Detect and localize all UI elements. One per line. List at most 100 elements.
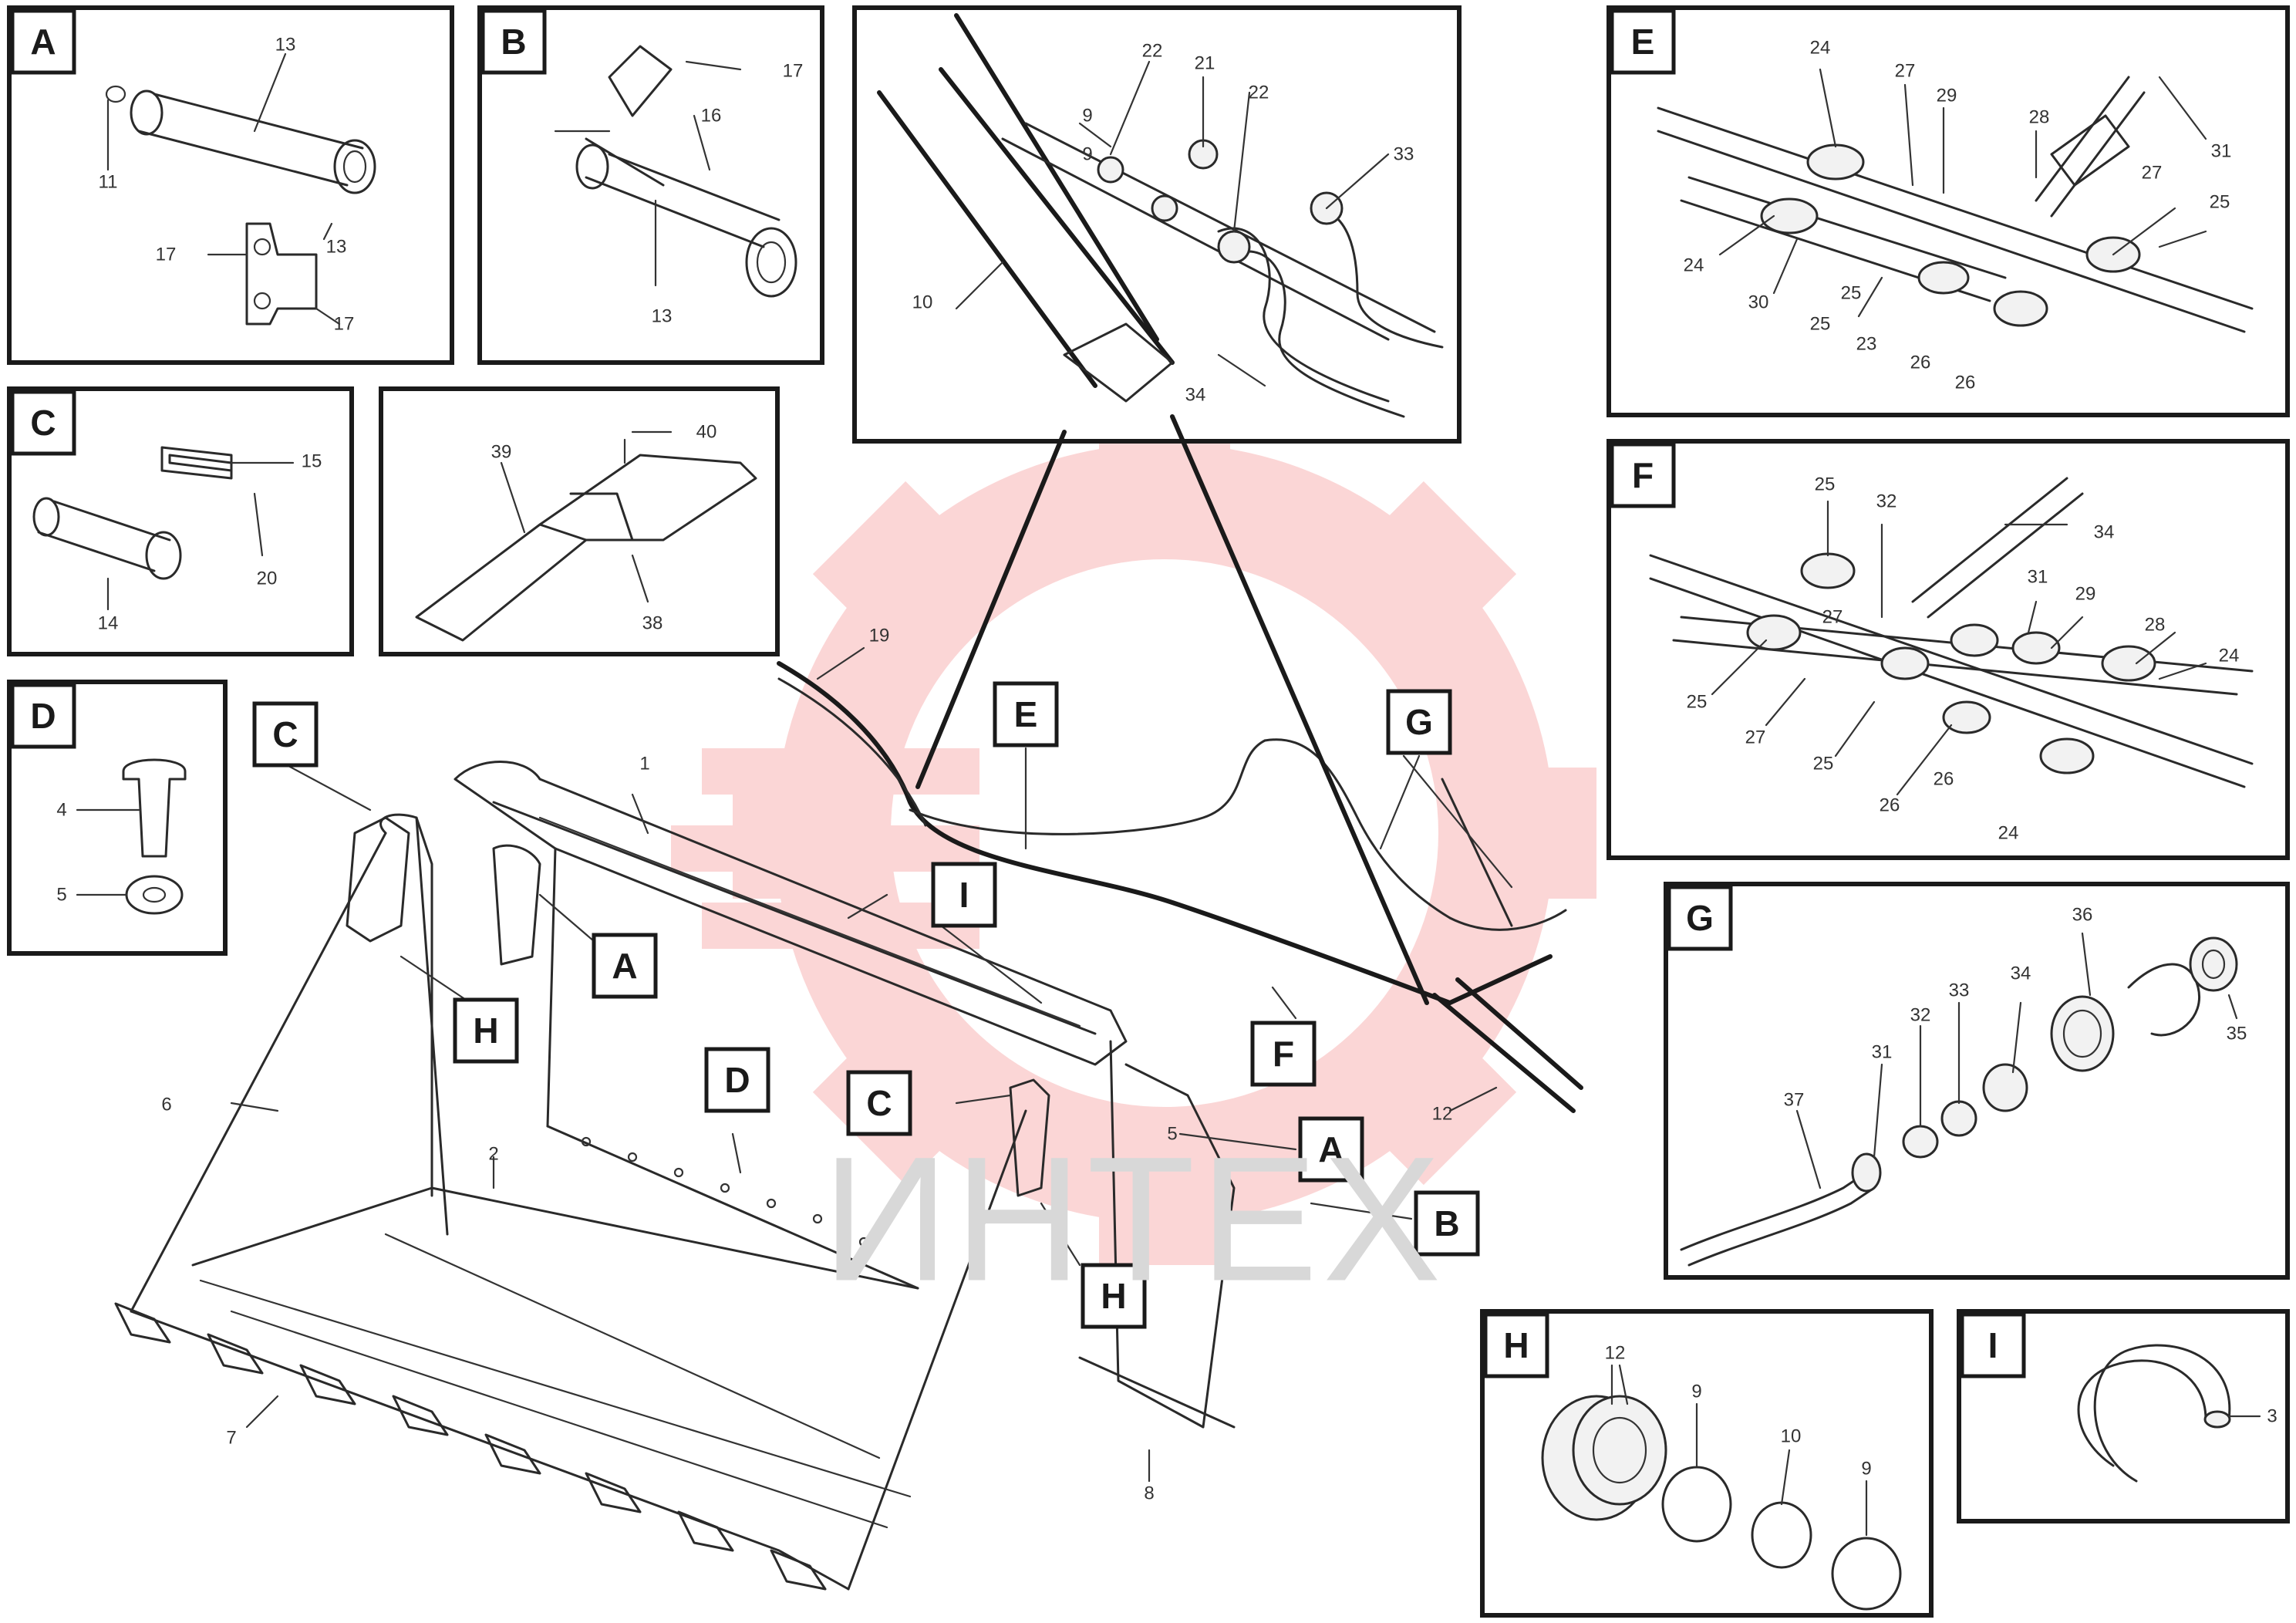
part-label: 28 xyxy=(2145,615,2166,636)
callout-h-2: H xyxy=(1101,1276,1126,1316)
part-label: 13 xyxy=(326,237,347,258)
part-label: 27 xyxy=(2142,163,2163,184)
callout-c: C xyxy=(272,714,298,754)
callout-i: I xyxy=(959,875,969,915)
part-label: 24 xyxy=(1810,38,1831,59)
panel-d: D 4 5 xyxy=(7,680,228,956)
panel-h: H 12 9 10 9 xyxy=(1480,1309,1934,1618)
part-label: 25 xyxy=(1810,314,1831,335)
panel-f-tag: F xyxy=(1632,455,1654,495)
part-label: 22 xyxy=(1249,83,1269,103)
callout-b: B xyxy=(1434,1203,1459,1243)
part-label: 34 xyxy=(2094,522,2115,543)
bushing-drawing xyxy=(32,446,295,611)
part-label: 9 xyxy=(1082,106,1092,127)
part-label: 34 xyxy=(2011,963,2031,984)
part-label: 3 xyxy=(2267,1406,2277,1427)
panel-f: F 25 32 34 31 27 29 28 24 25 27 25 26 26 xyxy=(1607,439,2290,860)
part-label: 24 xyxy=(1684,255,1704,276)
panel-i: I 3 xyxy=(1957,1309,2290,1523)
part-label: 22 xyxy=(1142,41,1163,62)
bolt-holes xyxy=(581,1136,869,1247)
part-label: 17 xyxy=(783,61,804,82)
part-label: 9 xyxy=(1082,144,1092,165)
part-label: 29 xyxy=(2075,584,2096,605)
part-label: 29 xyxy=(1937,86,1957,106)
part-label: 26 xyxy=(1910,353,1931,373)
bolt-drawing xyxy=(76,758,187,915)
panel-e: E 24 27 29 28 31 27 25 24 30 25 23 26 26… xyxy=(1607,5,2290,417)
panel-g-tag: G xyxy=(1686,898,1714,938)
part-label: 15 xyxy=(302,451,322,472)
part-label: 40 xyxy=(696,422,717,443)
part-label: 1 xyxy=(639,754,649,774)
part-label: 6 xyxy=(161,1095,171,1115)
part-label: 27 xyxy=(1822,607,1843,628)
part-label: 5 xyxy=(1167,1124,1177,1145)
part-label: 39 xyxy=(491,442,512,463)
hose-loop-drawing xyxy=(2077,1344,2261,1483)
part-label: 33 xyxy=(1394,144,1414,165)
pin-drawing xyxy=(105,52,376,326)
part-label: 17 xyxy=(156,245,177,265)
main-part-numbers: 19 1 6 2 7 8 12 5 xyxy=(161,626,1452,1504)
part-label: 23 xyxy=(1856,334,1877,355)
panel-top-center: 22 21 22 9 9 33 10 34 xyxy=(852,5,1462,444)
part-label: 7 xyxy=(226,1428,236,1449)
callout-g: G xyxy=(1405,702,1433,742)
callout-f: F xyxy=(1273,1034,1294,1074)
panel-b-tag: B xyxy=(501,22,526,62)
part-label: 25 xyxy=(1813,754,1834,774)
part-label: 21 xyxy=(1195,53,1215,74)
part-label: 13 xyxy=(652,306,673,327)
part-label: 26 xyxy=(1934,769,1954,790)
part-label: 31 xyxy=(1872,1042,1893,1063)
part-label: 27 xyxy=(1895,61,1916,82)
panel-c: C 15 20 14 xyxy=(7,386,354,656)
panel-g: G 37 31 32 33 34 36 35 xyxy=(1664,882,2290,1280)
panel-b: B 17 16 13 xyxy=(477,5,824,365)
part-label: 32 xyxy=(1910,1005,1931,1026)
callout-d: D xyxy=(724,1060,750,1100)
part-label: 31 xyxy=(2211,141,2232,162)
part-label: 5 xyxy=(56,885,66,906)
part-label: 14 xyxy=(98,613,119,634)
part-label: 27 xyxy=(1745,727,1766,748)
callout-h: H xyxy=(473,1011,498,1051)
hose-drawing xyxy=(1657,68,2254,333)
panel-d-tag: D xyxy=(30,696,56,736)
part-label: 10 xyxy=(1781,1426,1802,1447)
panel-h-tag: H xyxy=(1503,1325,1529,1365)
frame-drawing xyxy=(877,13,1444,418)
part-label: 13 xyxy=(275,35,296,56)
part-label: 12 xyxy=(1432,1104,1453,1125)
part-label: 19 xyxy=(869,626,890,646)
part-label: 34 xyxy=(1185,385,1206,406)
panel-a: A 13 11 17 13 17 xyxy=(7,5,454,365)
part-label: 4 xyxy=(56,800,66,821)
callout-c-2: C xyxy=(866,1083,892,1123)
part-label: 16 xyxy=(701,106,722,127)
panel-i-tag: I xyxy=(1988,1325,1998,1365)
part-label: 30 xyxy=(1748,292,1769,313)
part-label: 25 xyxy=(2210,192,2230,213)
tooth-drawing xyxy=(415,430,757,642)
part-label: 35 xyxy=(2227,1024,2247,1044)
part-label: 26 xyxy=(1955,373,1976,393)
panel-c-tag: C xyxy=(30,403,56,443)
callout-e: E xyxy=(1014,694,1038,734)
part-label: 11 xyxy=(99,172,118,193)
part-label: 33 xyxy=(1949,980,1970,1001)
panel-a-tag: A xyxy=(30,22,56,62)
part-label: 24 xyxy=(2219,646,2240,666)
part-label: 37 xyxy=(1784,1090,1805,1111)
panel-tooth: 39 40 38 xyxy=(379,386,780,656)
part-label: 26 xyxy=(1880,795,1900,816)
part-label: 32 xyxy=(1876,491,1897,512)
watermark xyxy=(671,401,1596,1265)
part-label: 38 xyxy=(642,613,663,634)
part-label: 31 xyxy=(2028,567,2048,588)
part-label: 12 xyxy=(1605,1343,1626,1364)
pin-drawing xyxy=(554,45,797,298)
part-label: 9 xyxy=(1691,1382,1701,1402)
